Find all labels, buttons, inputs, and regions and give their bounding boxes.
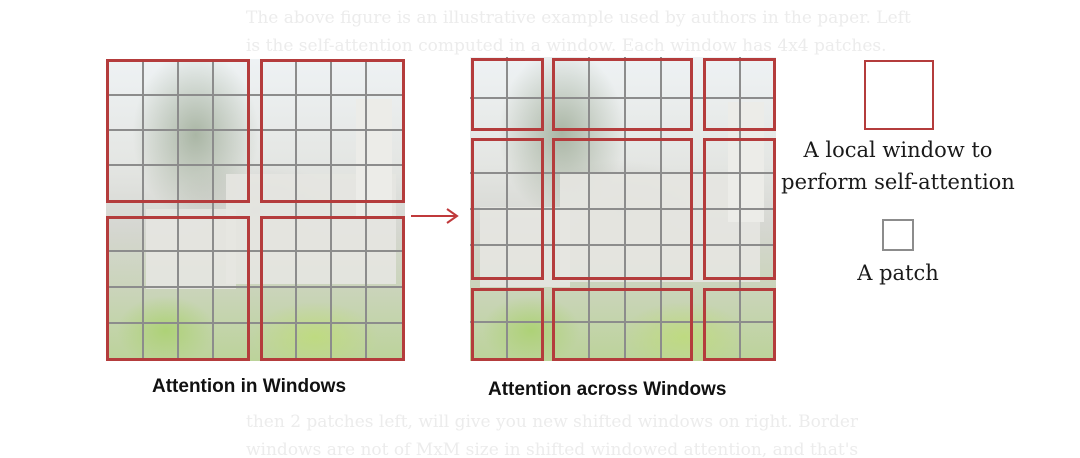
legend-patch-label: A patch bbox=[857, 261, 939, 285]
attention-window bbox=[552, 58, 693, 131]
attention-window bbox=[471, 288, 544, 361]
attention-window bbox=[703, 138, 776, 280]
patch-gridline bbox=[470, 97, 776, 99]
patch-gridline bbox=[106, 322, 405, 324]
attention-window bbox=[703, 58, 776, 131]
legend-window-label-line: A local window to bbox=[803, 138, 993, 162]
legend-window-label-line: perform self-attention bbox=[781, 170, 1015, 194]
background-text-line: is the self-attention computed in a wind… bbox=[246, 36, 887, 56]
background-text-line: The above figure is an illustrative exam… bbox=[246, 8, 911, 28]
attention-window bbox=[260, 59, 405, 203]
patch-gridline bbox=[295, 59, 297, 361]
patch-gridline bbox=[212, 59, 214, 361]
patch-gridline bbox=[177, 59, 179, 361]
patch-gridline bbox=[142, 59, 144, 361]
legend-window-label: A local window to perform self-attention bbox=[776, 134, 1020, 198]
patch-gridline bbox=[470, 172, 776, 174]
patch-gridline bbox=[106, 286, 405, 288]
castle-building bbox=[480, 207, 570, 287]
attention-window bbox=[471, 58, 544, 131]
left-caption: Attention in Windows bbox=[152, 376, 347, 397]
patch-gridline bbox=[106, 164, 405, 166]
attention-window bbox=[552, 138, 693, 280]
left-panel-image bbox=[106, 59, 405, 361]
right-caption: Attention across Windows bbox=[488, 379, 727, 400]
attention-window bbox=[106, 59, 250, 203]
legend-window-swatch bbox=[864, 60, 934, 130]
background-text-line: windows are not of MxM size in shifted w… bbox=[246, 440, 859, 458]
attention-window bbox=[471, 138, 544, 280]
patch-gridline bbox=[106, 250, 405, 252]
castle-building bbox=[146, 209, 236, 289]
patch-gridline bbox=[106, 129, 405, 131]
attention-window bbox=[552, 288, 693, 361]
patch-gridline bbox=[470, 321, 776, 323]
background-text-line: then 2 patches left, will give you new s… bbox=[246, 412, 859, 432]
attention-window bbox=[260, 216, 405, 361]
patch-gridline bbox=[330, 59, 332, 361]
patch-gridline bbox=[470, 244, 776, 246]
background-text-bottom: then 2 patches left, will give you new s… bbox=[246, 408, 866, 458]
shift-arrow-icon bbox=[411, 208, 459, 224]
patch-gridline bbox=[365, 59, 367, 361]
background-text-top: The above figure is an illustrative exam… bbox=[246, 4, 911, 60]
castle-tower bbox=[356, 99, 392, 219]
attention-window bbox=[703, 288, 776, 361]
attention-window bbox=[106, 216, 250, 361]
legend-patch-swatch bbox=[882, 219, 914, 251]
patch-gridline bbox=[106, 94, 405, 96]
patch-gridline bbox=[470, 208, 776, 210]
castle-tower bbox=[728, 102, 764, 222]
